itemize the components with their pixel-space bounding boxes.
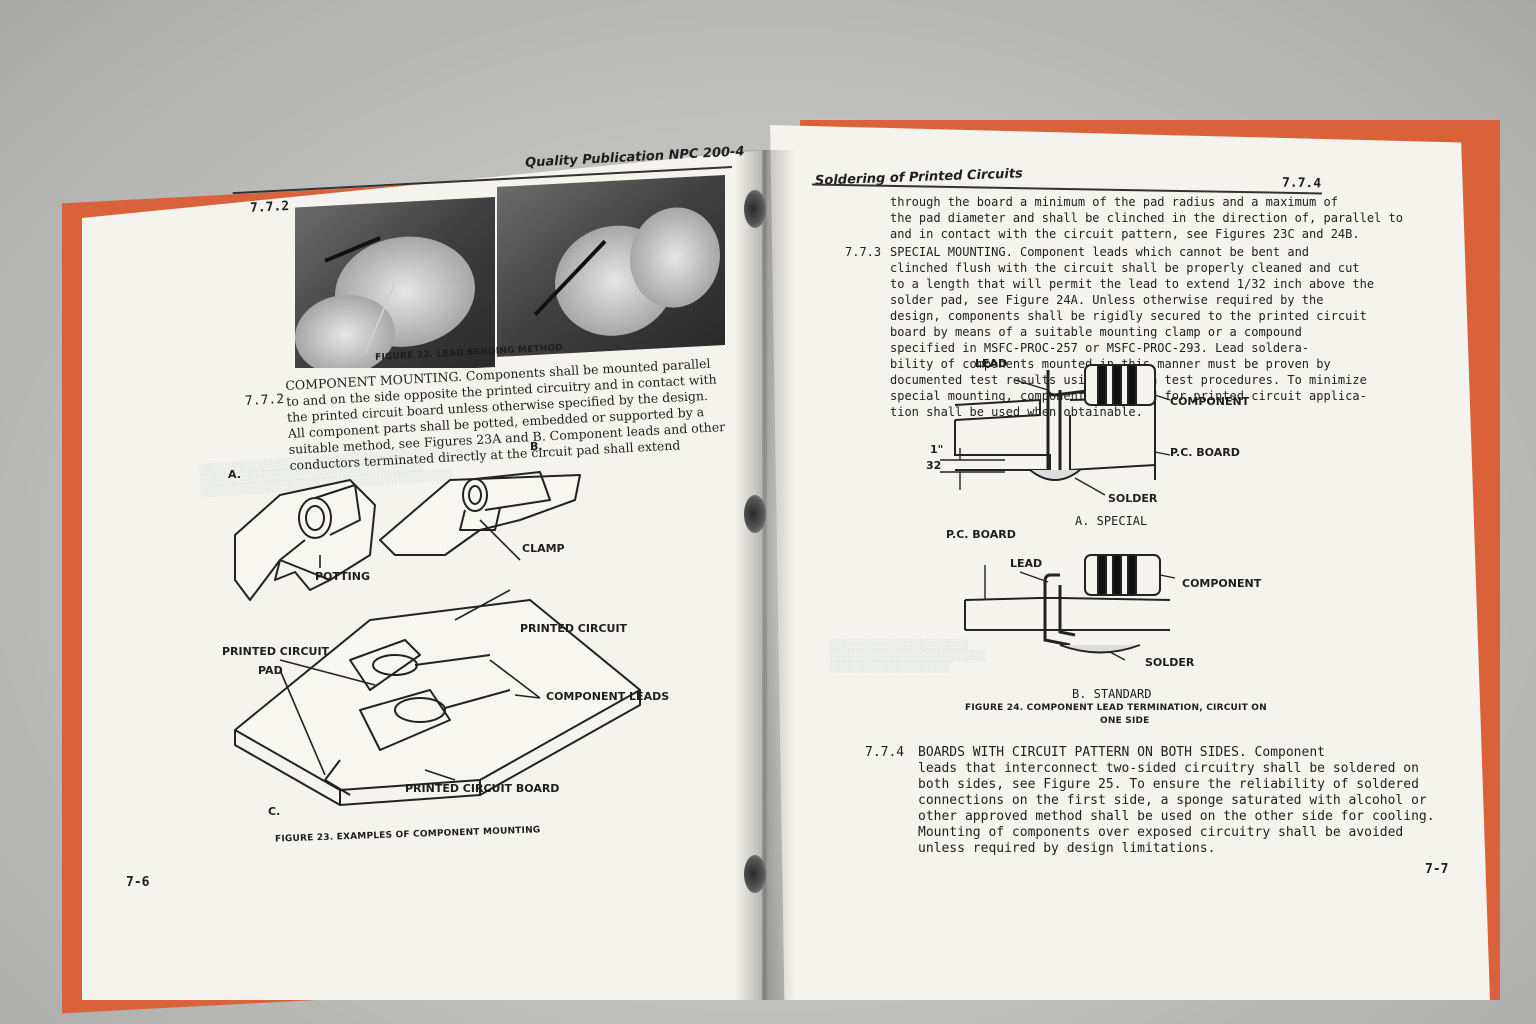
para-773-line: clinched flush with the circuit shall be… <box>890 261 1360 275</box>
figure-23-label-pc-pad-line2: PAD <box>258 664 283 677</box>
book-gutter <box>735 150 795 1000</box>
right-section-tag: 7.7.4 <box>1281 175 1322 192</box>
figure-23-label-printed-circuit: PRINTED CIRCUIT <box>520 622 628 635</box>
left-page-number: 7-6 <box>126 875 150 890</box>
para-773-line: design, components shall be rigidly secu… <box>890 309 1367 323</box>
para-774-line: other approved method shall be used on t… <box>918 809 1435 824</box>
para-774-number: 7.7.4 <box>865 745 905 760</box>
continued-text: through the board a minimum of the pad r… <box>890 194 1403 242</box>
para-773-number: 7.7.3 <box>845 245 882 259</box>
para-773-line: specified in MSFC-PROC-257 or MSFC-PROC-… <box>890 341 1310 355</box>
figure-24-label-lead-a: LEAD <box>975 357 1008 370</box>
para-773-text: SPECIAL MOUNTING. Component leads which … <box>890 244 1374 420</box>
figure-24-label-component-a: COMPONENT <box>1170 395 1250 408</box>
para-774-line: connections on the first side, a sponge … <box>918 793 1427 808</box>
binding-hole-top <box>744 190 766 228</box>
para-774-line: unless required by design limitations. <box>918 841 1216 856</box>
figure-24-label-component-b: COMPONENT <box>1182 577 1262 590</box>
para-774-line: Mounting of components over exposed circ… <box>918 825 1404 840</box>
figure-24-dim-numerator: 1" <box>930 443 944 456</box>
figure-22-photo <box>295 174 725 368</box>
figure-24-label-standard: B. STANDARD <box>1072 687 1152 701</box>
figure-24-label-lead-b: LEAD <box>1010 557 1043 570</box>
para-772-number: 7.7.2 <box>244 391 285 410</box>
figure-24-label-special: A. SPECIAL <box>1075 514 1148 528</box>
para-773-line: SPECIAL MOUNTING. Component leads which … <box>890 245 1310 259</box>
right-page-number: 7-7 <box>1425 862 1449 877</box>
para-773-line: tion shall be used when obtainable. <box>890 405 1143 419</box>
figure-23-label-a: A. <box>228 468 241 481</box>
figure-24-dim-denominator: 32 <box>926 459 942 472</box>
continued-line: and in contact with the circuit pattern,… <box>890 227 1360 241</box>
para-773-line: to a length that will permit the lead to… <box>890 277 1375 291</box>
show-through-right: ░░░░░░░░░░░░░░░░░░░░░░░░░░░░░░░░░░░░░░░░… <box>830 640 987 673</box>
figure-23-label-b: B. <box>530 440 543 453</box>
figure-23-label-pc-pad-line1: PRINTED CIRCUIT <box>222 645 330 658</box>
figure-23-label-c: C. <box>268 805 281 818</box>
para-774-line: BOARDS WITH CIRCUIT PATTERN ON BOTH SIDE… <box>918 745 1325 760</box>
figure-24-label-pc-board-a: P.C. BOARD <box>1170 446 1240 459</box>
binding-hole-bottom <box>744 855 766 893</box>
figure-23-label-component-leads: COMPONENT LEADS <box>546 690 670 703</box>
figure-24-label-pc-board-b: P.C. BOARD <box>946 528 1016 541</box>
figure-24-caption-line2: ONE SIDE <box>1100 716 1150 726</box>
figure-24-drawing <box>940 364 1176 661</box>
figure-23-label-pc-board: PRINTED CIRCUIT BOARD <box>405 782 560 795</box>
para-773-line: solder pad, see Figure 24A. Unless other… <box>890 293 1324 307</box>
para-774-line: leads that interconnect two-sided circui… <box>918 761 1419 776</box>
figure-23-label-clamp: CLAMP <box>522 542 565 555</box>
para-774-line: both sides, see Figure 25. To ensure the… <box>918 777 1419 792</box>
para-774-text: BOARDS WITH CIRCUIT PATTERN ON BOTH SIDE… <box>918 745 1435 857</box>
left-section-tag: 7.7.2 <box>249 198 290 217</box>
binding-hole-middle <box>744 495 766 533</box>
figure-24-label-solder-a: SOLDER <box>1108 492 1158 505</box>
figure-24-label-solder-b: SOLDER <box>1145 656 1195 669</box>
figure-23-label-potting: POTTING <box>315 570 370 583</box>
figure-23-drawing <box>234 471 641 806</box>
para-773-line: board by means of a suitable mounting cl… <box>890 325 1302 339</box>
figure-24-caption-line1: FIGURE 24. COMPONENT LEAD TERMINATION, C… <box>965 703 1267 713</box>
continued-line: the pad diameter and shall be clinched i… <box>890 211 1403 225</box>
continued-line: through the board a minimum of the pad r… <box>890 195 1338 209</box>
